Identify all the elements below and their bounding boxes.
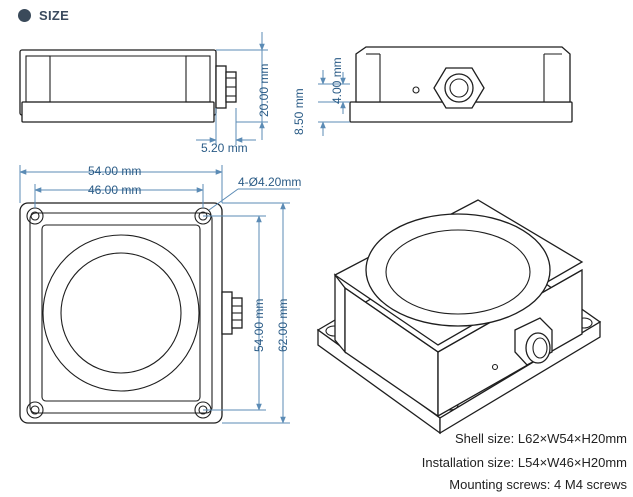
dim-length-total: 62.00 mm <box>276 299 290 352</box>
side-connector <box>215 65 237 109</box>
led-hole <box>412 86 420 94</box>
dim-front-small: 4.00 mm <box>330 57 344 104</box>
spec-installation-size: Installation size: L54×W46×H20mm <box>421 455 627 470</box>
dim-width-holes: 46.00 mm <box>88 183 141 197</box>
header-bullet-icon <box>18 8 31 22</box>
spec-shell-size: Shell size: L62×W54×H20mm <box>455 431 627 446</box>
dim-width-total: 54.00 mm <box>88 164 141 178</box>
dim-front-height: 8.50 mm <box>292 88 306 135</box>
dim-connector-depth: 5.20 mm <box>201 141 248 155</box>
section-header: SIZE <box>18 5 69 25</box>
dim-side-height: 20.00 mm <box>257 64 271 117</box>
section-title: SIZE <box>39 7 70 23</box>
spec-mounting-screws: Mounting screws: 4 M4 screws <box>449 477 627 492</box>
front-connector <box>433 67 485 109</box>
dim-length-holes: 54.00 mm <box>252 299 266 352</box>
iso-connector <box>514 317 553 366</box>
top-view: 54.00 mm 46.00 mm 4-Ø4.20mm 54.00 mm 62.… <box>19 164 301 424</box>
top-connector <box>221 291 243 335</box>
dim-holes: 4-Ø4.20mm <box>238 175 301 189</box>
side-view: 20.00 mm 5.20 mm <box>19 32 271 155</box>
front-view: 8.50 mm 4.00 mm <box>292 46 573 136</box>
isometric-view <box>316 199 602 435</box>
